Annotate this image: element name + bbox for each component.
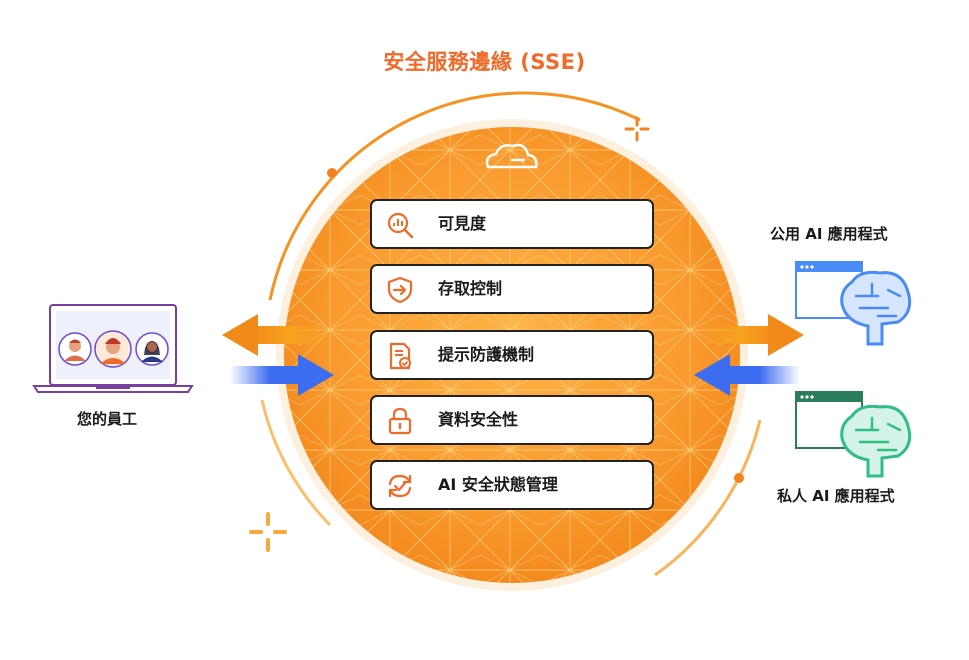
outer-arc-left-lower [260,399,332,527]
feature-card-access-control: 存取控制 [370,264,654,314]
private-ai-brain-icon [840,404,912,478]
outer-arc-top [268,91,641,301]
cloud-icon [485,143,538,169]
feature-card-data-security: 資料安全性 [370,395,654,445]
feature-label: AI 安全狀態管理 [438,475,558,494]
arrow-outbound-left [222,314,330,356]
employees-label: 您的員工 [77,410,138,428]
arc-dot-right [734,473,744,483]
feature-label: 提示防護機制 [438,345,535,364]
sparkle-icon-top [624,116,650,142]
feature-label: 資料安全性 [438,410,519,429]
arrow-inbound-right [694,354,800,396]
feature-card-ai-posture: AI 安全狀態管理 [370,460,654,510]
avatar-3 [135,332,169,366]
private-ai-label: 私人 AI 應用程式 [777,487,895,505]
public-ai-brain-icon [840,270,912,346]
feature-card-prompt-guard: 提示防護機制 [370,330,654,380]
page-title: 安全服務邊緣 (SSE) [383,50,586,74]
shield-arrow-icon [387,276,413,304]
document-check-icon [389,342,411,370]
outer-arc-bottom [654,419,762,577]
sparkle-icon-bottom [249,512,287,552]
arrow-outbound-right [700,314,804,356]
refresh-check-icon [388,474,412,498]
avatar-2 [94,330,132,368]
arrow-inbound-left [230,354,334,396]
magnifier-chart-icon [387,212,414,239]
feature-label: 可見度 [438,214,487,233]
feature-label: 存取控制 [438,279,503,298]
arc-dot-top [327,168,337,178]
padlock-icon [388,407,412,435]
public-ai-label: 公用 AI 應用程式 [770,225,888,243]
feature-card-visibility: 可見度 [370,199,654,249]
avatar-1 [58,332,92,366]
